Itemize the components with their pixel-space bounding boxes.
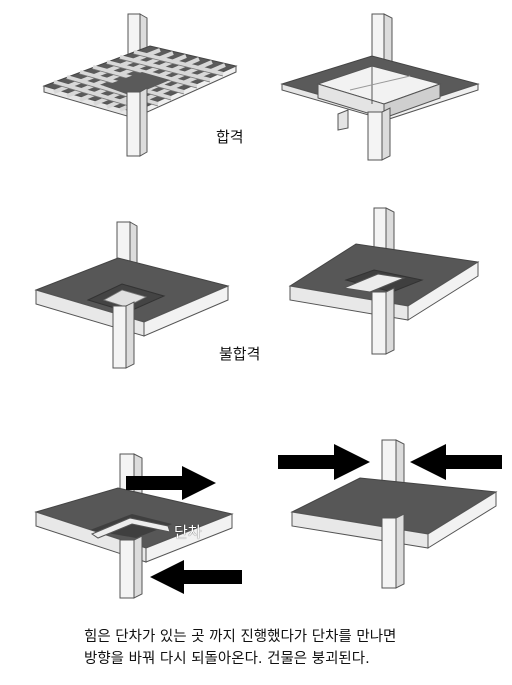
caption: 힘은 단차가 있는 곳 까지 진행했다가 단차를 만나면 방향을 바꿔 다시 되…: [84, 626, 504, 670]
force-arrow-inward-right: [410, 444, 502, 480]
pass-label: 합격: [216, 128, 244, 146]
ledge-recess-slab-column: [288, 207, 480, 355]
collapse-slab-force-diagram: [278, 439, 502, 589]
force-arrow-inward-left: [278, 444, 370, 480]
step-label: 단차: [174, 523, 202, 541]
caption-line-2: 방향을 바꿔 다시 되돌아온다. 건물은 붕괴된다.: [84, 651, 370, 667]
drop-panel-slab-column: [280, 13, 480, 161]
waffle-slab-column: [42, 13, 238, 157]
force-arrow-right: [126, 466, 216, 500]
pyramid-recess-slab-column: [34, 221, 230, 369]
force-arrow-left: [150, 560, 242, 594]
fail-label: 불합격: [219, 345, 261, 363]
caption-line-1: 힘은 단차가 있는 곳 까지 진행했다가 단차를 만나면: [84, 629, 397, 645]
step-slab-force-diagram: [34, 453, 242, 599]
